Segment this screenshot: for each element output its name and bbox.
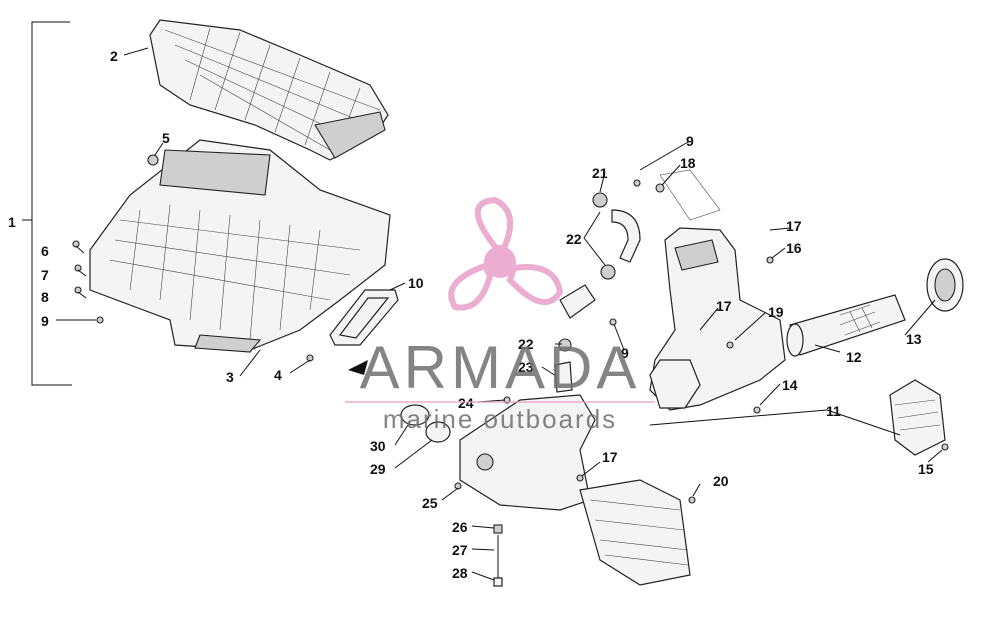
part-lower-bracket — [579, 479, 691, 586]
part-gasket — [329, 289, 399, 346]
callout-28: 28 — [452, 565, 468, 581]
watermark-brand: ARMADA — [360, 334, 641, 401]
callout-30: 30 — [370, 438, 386, 454]
callout-22-top: 22 — [566, 231, 582, 247]
callout-24: 24 — [458, 395, 474, 411]
leader-lines — [56, 47, 943, 581]
callout-22-bottom: 22 — [518, 336, 534, 352]
part-intake-silencer-base — [89, 139, 391, 353]
callout-18: 18 — [680, 155, 696, 171]
callout-19: 19 — [768, 304, 784, 320]
callout-27: 27 — [452, 542, 468, 558]
callout-14: 14 — [782, 377, 798, 393]
propeller-icon — [448, 196, 564, 311]
callout-5: 5 — [162, 130, 170, 146]
callout-9-left: 9 — [41, 313, 49, 329]
part-intake-silencer-top — [149, 19, 389, 161]
callout-7: 7 — [41, 267, 49, 283]
callout-23: 23 — [518, 359, 534, 375]
callout-26: 26 — [452, 519, 468, 535]
callout-17-top: 17 — [786, 218, 802, 234]
callout-20: 20 — [713, 473, 729, 489]
direction-arrow — [348, 360, 368, 375]
part-fitting — [554, 284, 596, 393]
callout-10: 10 — [408, 275, 424, 291]
callout-21: 21 — [592, 165, 608, 181]
part-filter-cap — [926, 258, 964, 312]
watermark: ARMADA marine outboards — [345, 196, 655, 434]
callout-13: 13 — [906, 331, 922, 347]
part-breather-hose — [592, 192, 641, 280]
fasteners — [72, 154, 949, 504]
callout-17-mid: 17 — [716, 298, 732, 314]
callout-9-top: 9 — [686, 133, 694, 149]
callout-11: 11 — [826, 403, 841, 419]
callout-9-mid: 9 — [621, 345, 629, 361]
part-lower-intake — [459, 394, 596, 511]
callout-8: 8 — [41, 289, 49, 305]
callout-2: 2 — [110, 48, 118, 64]
callout-17-bottom: 17 — [602, 449, 618, 465]
callout-16: 16 — [786, 240, 802, 256]
part-drain-assembly — [493, 524, 503, 587]
callout-29: 29 — [370, 461, 386, 477]
watermark-tagline: marine outboards — [383, 404, 617, 434]
callout-15: 15 — [918, 461, 934, 477]
callout-4: 4 — [274, 367, 282, 383]
assembly-bracket — [22, 21, 72, 386]
part-air-filter — [786, 294, 906, 357]
callout-1: 1 — [8, 214, 16, 230]
callout-12: 12 — [846, 349, 862, 365]
part-air-box — [649, 169, 786, 411]
callout-labels: 1 2 3 4 5 6 7 8 9 10 11 12 13 14 15 16 1… — [8, 48, 934, 581]
callout-6: 6 — [41, 243, 49, 259]
part-clamps — [400, 404, 451, 443]
part-mount-bracket — [889, 379, 946, 456]
callout-25: 25 — [422, 495, 438, 511]
callout-3: 3 — [226, 369, 234, 385]
